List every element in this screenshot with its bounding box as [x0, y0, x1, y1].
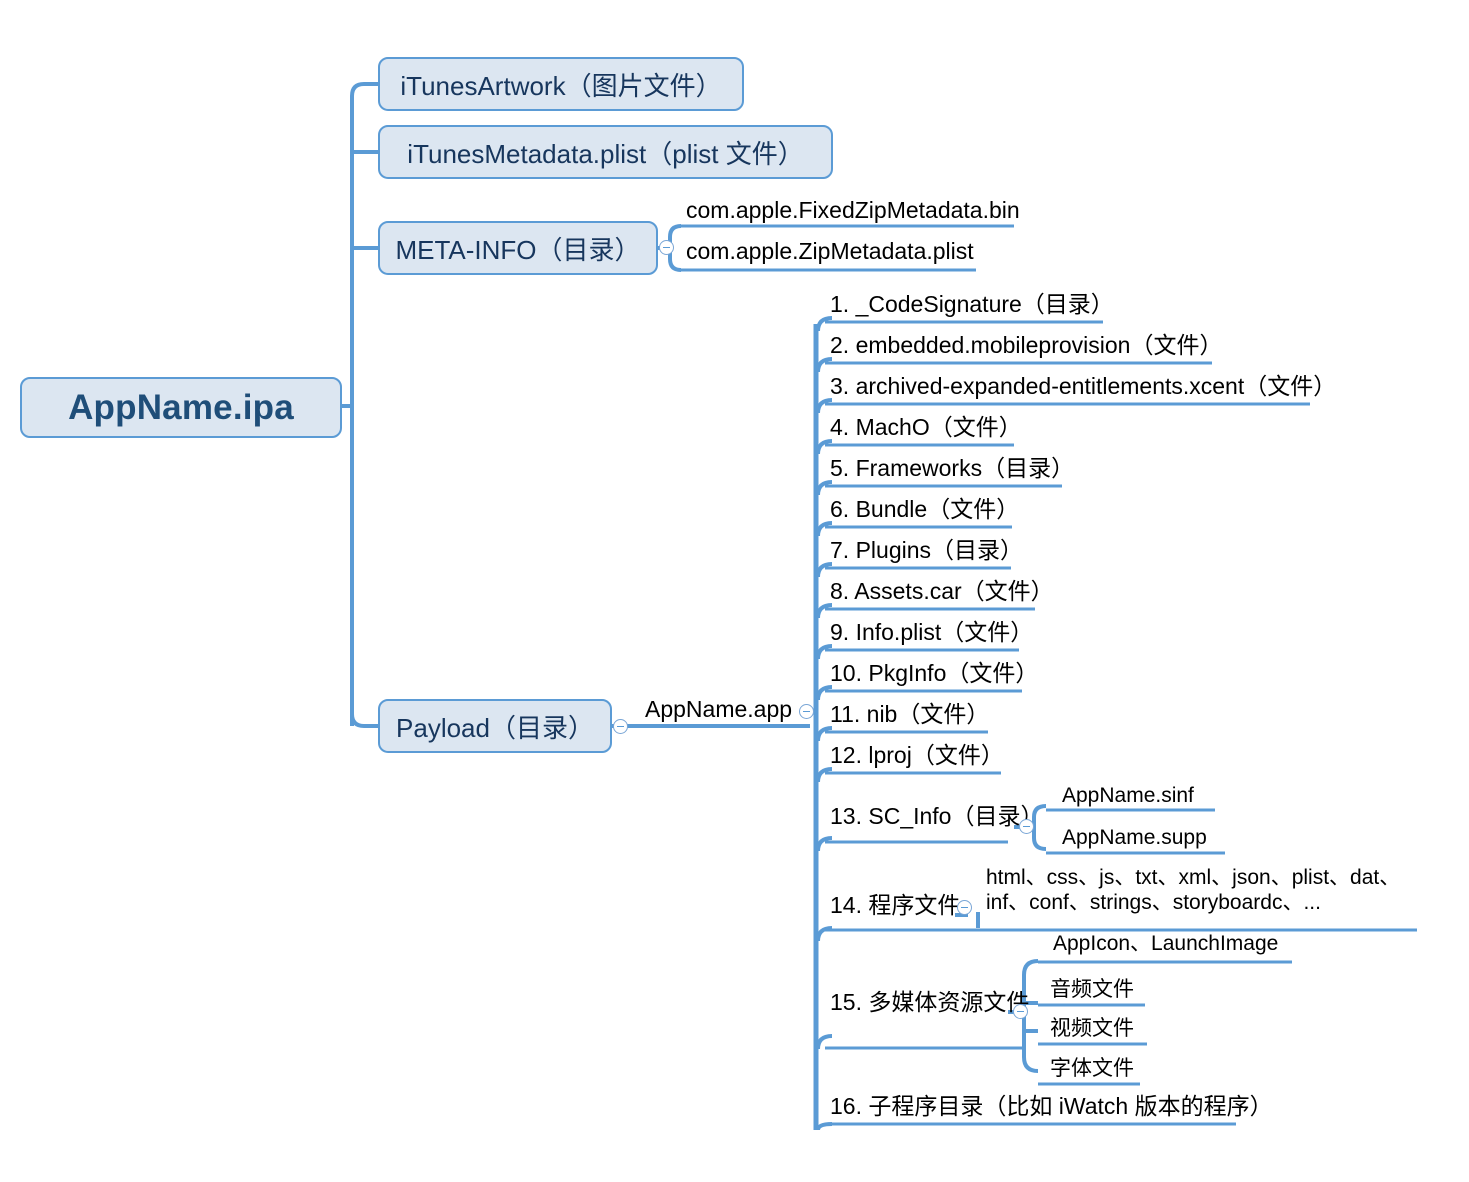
root-node-label: AppName.ipa — [68, 387, 294, 427]
collapse-icon-sc-info[interactable] — [1019, 819, 1034, 834]
branch-node-payload[interactable]: Payload（目录） — [378, 699, 612, 753]
payload-item-label: 13. SC_Info（目录） — [830, 803, 1044, 829]
payload-item-2[interactable]: 2. embedded.mobileprovision（文件） — [830, 332, 1222, 359]
collapse-icon-appname-app[interactable] — [799, 704, 814, 719]
payload-item-7[interactable]: 7. Plugins（目录） — [830, 537, 1023, 564]
payload-item-11[interactable]: 11. nib（文件） — [830, 701, 989, 728]
leaf-appicon-launchimage[interactable]: AppIcon、LaunchImage — [1053, 932, 1278, 957]
leaf-appname-supp[interactable]: AppName.supp — [1062, 826, 1207, 851]
payload-item-5[interactable]: 5. Frameworks（目录） — [830, 455, 1074, 482]
payload-item-label: 12. lproj（文件） — [830, 742, 1004, 768]
leaf-audio-files[interactable]: 音频文件 — [1050, 978, 1134, 1003]
payload-item-label: 5. Frameworks（目录） — [830, 455, 1075, 481]
payload-item-label: 9. Info.plist（文件） — [830, 619, 1034, 645]
leaf-label: 字体文件 — [1050, 1057, 1134, 1080]
payload-item-label: 2. embedded.mobileprovision（文件） — [830, 332, 1223, 358]
payload-item-3[interactable]: 3. archived-expanded-entitlements.xcent（… — [830, 373, 1336, 400]
leaf-label: com.apple.FixedZipMetadata.bin — [686, 197, 1020, 223]
leaf-label: AppName.app — [645, 696, 793, 722]
leaf-label: AppName.supp — [1062, 826, 1207, 849]
payload-item-label: 6. Bundle（文件） — [830, 496, 1020, 522]
payload-item-label: 11. nib（文件） — [830, 701, 990, 727]
leaf-appname-app[interactable]: AppName.app — [645, 696, 792, 723]
collapse-icon-payload[interactable] — [613, 719, 628, 734]
payload-item-10[interactable]: 10. PkgInfo（文件） — [830, 660, 1038, 687]
payload-item-8[interactable]: 8. Assets.car（文件） — [830, 578, 1054, 605]
branch-node-meta-info[interactable]: META-INFO（目录） — [378, 221, 658, 275]
collapse-icon-meta-info[interactable] — [659, 240, 674, 255]
branch-label: iTunesArtwork（图片文件） — [400, 70, 722, 101]
payload-item-16[interactable]: 16. 子程序目录（比如 iWatch 版本的程序） — [830, 1093, 1273, 1120]
leaf-label: AppIcon、LaunchImage — [1053, 932, 1279, 955]
leaf-label-line2: inf、conf、strings、storyboardc、... — [986, 890, 1321, 914]
branch-node-itunesmetadata-plist[interactable]: iTunesMetadata.plist（plist 文件） — [378, 125, 833, 179]
payload-item-label: 14. 程序文件 — [830, 892, 961, 918]
leaf-font-files[interactable]: 字体文件 — [1050, 1057, 1134, 1082]
payload-item-label: 7. Plugins（目录） — [830, 537, 1024, 563]
payload-item-label: 1. _CodeSignature（目录） — [830, 291, 1114, 317]
payload-item-13[interactable]: 13. SC_Info（目录） — [830, 803, 1043, 830]
branch-label: META-INFO（目录） — [395, 234, 641, 265]
leaf-program-file-extensions[interactable]: html、css、js、txt、xml、json、plist、dat、 inf、… — [986, 866, 1400, 916]
root-node-appname-ipa[interactable]: AppName.ipa — [20, 377, 342, 438]
payload-item-label: 4. MachO（文件） — [830, 414, 1022, 440]
payload-item-label: 3. archived-expanded-entitlements.xcent（… — [830, 373, 1337, 399]
payload-item-15[interactable]: 15. 多媒体资源文件 — [830, 989, 1029, 1016]
collapse-icon-multimedia[interactable] — [1013, 1004, 1028, 1019]
branch-label: iTunesMetadata.plist（plist 文件） — [407, 138, 804, 169]
leaf-label: com.apple.ZipMetadata.plist — [686, 238, 974, 264]
leaf-label: 音频文件 — [1050, 978, 1134, 1001]
payload-item-label: 16. 子程序目录（比如 iWatch 版本的程序） — [830, 1093, 1273, 1119]
payload-item-1[interactable]: 1. _CodeSignature（目录） — [830, 291, 1114, 318]
branch-label: Payload（目录） — [396, 712, 594, 743]
branch-node-itunesartwork[interactable]: iTunesArtwork（图片文件） — [378, 57, 744, 111]
leaf-label: 视频文件 — [1050, 1017, 1134, 1040]
payload-item-4[interactable]: 4. MachO（文件） — [830, 414, 1022, 441]
payload-item-12[interactable]: 12. lproj（文件） — [830, 742, 1004, 769]
payload-item-6[interactable]: 6. Bundle（文件） — [830, 496, 1019, 523]
leaf-label-line1: html、css、js、txt、xml、json、plist、dat、 — [986, 866, 1401, 889]
payload-item-label: 8. Assets.car（文件） — [830, 578, 1054, 604]
payload-item-label: 15. 多媒体资源文件 — [830, 989, 1030, 1015]
leaf-com-apple-zipmetadata-plist[interactable]: com.apple.ZipMetadata.plist — [686, 238, 974, 265]
collapse-icon-program-files[interactable] — [957, 900, 972, 915]
payload-item-label: 10. PkgInfo（文件） — [830, 660, 1039, 686]
leaf-video-files[interactable]: 视频文件 — [1050, 1017, 1134, 1042]
payload-item-9[interactable]: 9. Info.plist（文件） — [830, 619, 1033, 646]
payload-item-14[interactable]: 14. 程序文件 — [830, 892, 960, 919]
leaf-label: AppName.sinf — [1062, 784, 1194, 807]
leaf-com-apple-fixedzipmetadata-bin[interactable]: com.apple.FixedZipMetadata.bin — [686, 197, 1020, 224]
leaf-appname-sinf[interactable]: AppName.sinf — [1062, 784, 1194, 809]
